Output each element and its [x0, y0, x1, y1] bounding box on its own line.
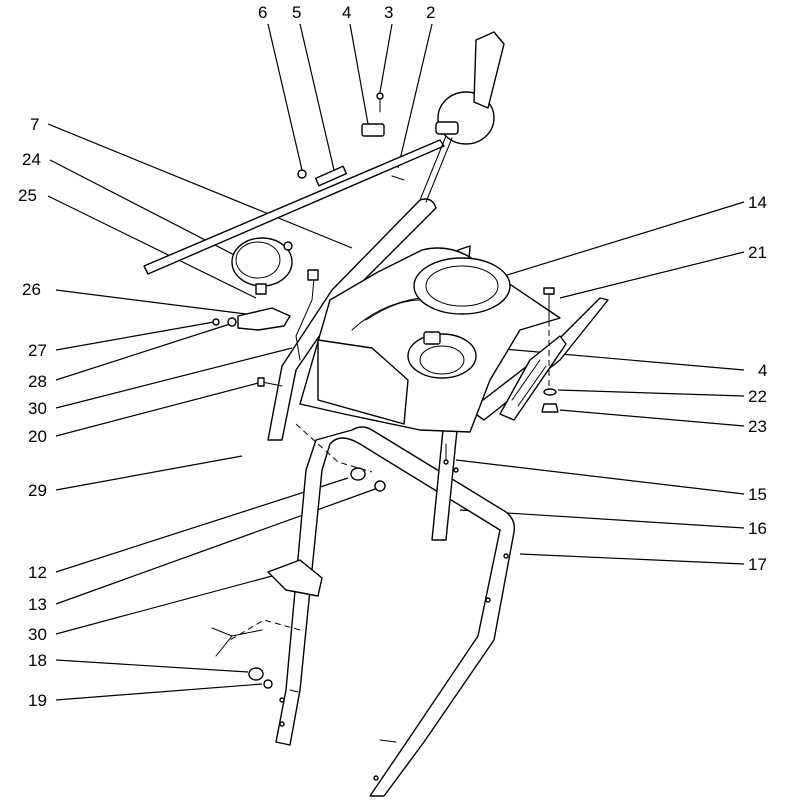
bolt-stack-21-22-23 [541, 287, 559, 413]
callout-16: 16 [748, 519, 767, 538]
callout-20: 20 [28, 427, 47, 446]
nuts-12-13 [350, 467, 386, 492]
callout-6: 6 [258, 3, 267, 22]
callout-17: 17 [748, 555, 767, 574]
callout-4: 4 [342, 3, 351, 22]
callout-15: 15 [748, 485, 767, 504]
callout-12: 12 [28, 563, 47, 582]
callout-25: 25 [18, 186, 37, 205]
callout-23: 23 [748, 417, 767, 436]
chute-crank-rod-part-5 [143, 139, 445, 275]
callout-24: 24 [22, 150, 41, 169]
upper-left-handle [267, 198, 437, 441]
fasteners-top [297, 92, 405, 181]
callout-27: 27 [28, 341, 47, 360]
callout-26: 26 [22, 280, 41, 299]
chute-boot-part-14 [413, 257, 511, 315]
callout-18: 18 [28, 651, 47, 670]
bolt-part-15 [443, 443, 449, 465]
callout-30: 30 [28, 399, 47, 418]
lower-handle-part-17 [275, 426, 516, 797]
headlight-bracket-part-26 [212, 307, 291, 331]
callout-14: 14 [748, 193, 767, 212]
callout-5: 5 [292, 3, 301, 22]
cable-lower-left [211, 559, 323, 657]
callout-13: 13 [28, 595, 47, 614]
callout-7: 7 [30, 115, 39, 134]
callout-4b: 4 [758, 361, 767, 380]
side-grip-right [499, 335, 567, 421]
callout-30b: 30 [28, 625, 47, 644]
callout-29: 29 [28, 481, 47, 500]
chute-control-housing-part-2 [419, 31, 505, 203]
bolt-part-20 [257, 377, 283, 387]
callout-22: 22 [748, 387, 767, 406]
callout-2: 2 [426, 3, 435, 22]
callout-21: 21 [748, 243, 767, 262]
callout-28: 28 [28, 372, 47, 391]
callout-3: 3 [384, 3, 393, 22]
headlight-wire [295, 269, 319, 361]
headlight-part-24 [231, 237, 293, 295]
knob-18-19 [248, 667, 273, 689]
callout-labels: 6 5 4 3 2 7 24 25 14 21 26 27 28 4 30 22… [18, 3, 767, 710]
callout-19: 19 [28, 691, 47, 710]
